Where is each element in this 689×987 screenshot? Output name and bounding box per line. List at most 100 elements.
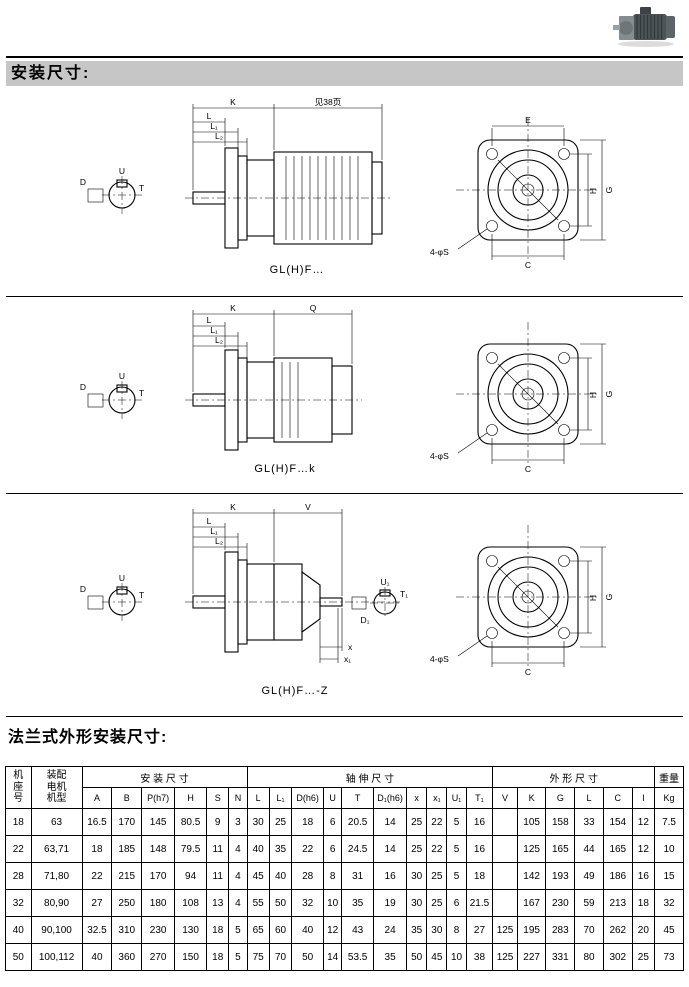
- table-cell: 108: [174, 889, 208, 917]
- table-cell: 24: [373, 916, 408, 944]
- model-caption: GL(H)F…: [270, 264, 325, 276]
- column-header: G: [545, 787, 576, 809]
- table-cell: 28: [291, 862, 325, 890]
- dim-h: H: [588, 188, 598, 194]
- table-cell: 170: [111, 808, 143, 836]
- table-cell: 6: [446, 889, 467, 917]
- table-cell: 100,112: [30, 943, 83, 971]
- table-cell: 49: [574, 862, 604, 890]
- table-cell: 10: [446, 943, 467, 971]
- column-header: T: [341, 787, 375, 809]
- dim-d: D: [80, 177, 86, 187]
- dim-g: G: [604, 594, 614, 601]
- table-cell: 11: [206, 862, 230, 890]
- table-cell: 125: [492, 943, 518, 971]
- drawing-row-shaft-input: U D T: [0, 497, 689, 719]
- table-cell: 230: [545, 889, 576, 917]
- table-cell: 70: [268, 943, 293, 971]
- dim-l1: L₁: [210, 526, 218, 536]
- table-cell: 30: [426, 916, 448, 944]
- table-cell: 8: [323, 862, 343, 890]
- table-cell: 44: [574, 835, 604, 863]
- dim-see-page: 见38页: [315, 97, 341, 107]
- table-cell: 63: [30, 808, 83, 836]
- dim-l2: L₂: [215, 131, 223, 141]
- table-cell: [492, 889, 518, 917]
- table-cell: 13: [206, 889, 230, 917]
- table-cell: 30: [406, 862, 428, 890]
- table-cell: 170: [141, 862, 176, 890]
- group-header-install-dims: 安 装 尺 寸: [81, 766, 248, 788]
- table-cell: 35: [268, 835, 293, 863]
- table-cell: 213: [602, 889, 633, 917]
- table-cell: 14: [323, 943, 343, 971]
- dim-t: T: [139, 183, 144, 193]
- dim-t: T: [139, 388, 144, 398]
- table-cell: 250: [111, 889, 143, 917]
- column-header: B: [111, 787, 143, 809]
- table-cell: [492, 808, 518, 836]
- table-cell: 4: [228, 862, 248, 890]
- column-header: L: [246, 787, 270, 809]
- table-cell: 35: [373, 943, 408, 971]
- side-view-shaft-input-unit: K V L L₁ L₂ x x₁ GL(H)F…-Z: [185, 502, 400, 697]
- table-cell: 283: [545, 916, 576, 944]
- table-cell: 142: [516, 862, 547, 890]
- table-cell: 40: [5, 916, 32, 944]
- table-cell: 6: [323, 808, 343, 836]
- table-cell: 79.5: [174, 835, 208, 863]
- column-header: C: [602, 787, 633, 809]
- column-header: D(h6): [291, 787, 325, 809]
- table-cell: 125: [516, 835, 547, 863]
- table-cell: 12: [631, 835, 656, 863]
- table-cell: 27: [81, 889, 113, 917]
- table-cell: 38: [465, 943, 494, 971]
- table-cell: 4: [228, 835, 248, 863]
- side-view-gear-unit: K Q L L₁ L₂ GL(H)F…k: [185, 303, 362, 475]
- table-cell: 145: [141, 808, 176, 836]
- table-cell: 18: [631, 889, 656, 917]
- table-cell: 32: [291, 889, 325, 917]
- dim-q: Q: [310, 303, 317, 313]
- drawing-row-flange-coupled: U D T: [0, 300, 689, 495]
- table-cell: 80.5: [174, 808, 208, 836]
- table-cell: 50: [406, 943, 428, 971]
- table-cell: 43: [341, 916, 375, 944]
- table-cell: 45: [426, 943, 448, 971]
- gear-motor-photo-icon: [613, 7, 675, 47]
- table-cell: 35: [406, 916, 428, 944]
- table-cell: 45: [654, 916, 684, 944]
- table-cell: 14: [373, 808, 408, 836]
- table-cell: 40: [291, 916, 325, 944]
- table-cell: 25: [406, 808, 428, 836]
- column-header: L: [574, 787, 604, 809]
- table-cell: 94: [174, 862, 208, 890]
- table-cell: 16: [465, 808, 494, 836]
- table-cell: 50: [291, 943, 325, 971]
- table-cell: 5: [228, 943, 248, 971]
- table-cell: 80,90: [30, 889, 83, 917]
- table-cell: 33: [574, 808, 604, 836]
- dim-x1: x₁: [344, 654, 351, 664]
- table-cell: 31: [341, 862, 375, 890]
- dim-d1: D₁: [360, 615, 369, 625]
- table-cell: 9: [206, 808, 230, 836]
- dim-l1: L₁: [210, 325, 218, 335]
- table-cell: 18: [81, 835, 113, 863]
- column-header: U₁: [446, 787, 467, 809]
- table-cell: 22: [426, 835, 448, 863]
- table-cell: 27: [465, 916, 494, 944]
- column-header: x: [406, 787, 428, 809]
- dim-x: x: [348, 642, 353, 652]
- table-cell: 65: [246, 916, 270, 944]
- table-cell: 125: [492, 916, 518, 944]
- table-cell: 3: [228, 808, 248, 836]
- table-cell: 80: [574, 943, 604, 971]
- table-cell: 11: [206, 835, 230, 863]
- bolt-holes-note: 4-φS: [430, 247, 449, 257]
- table-cell: 22: [5, 835, 32, 863]
- table-cell: 215: [111, 862, 143, 890]
